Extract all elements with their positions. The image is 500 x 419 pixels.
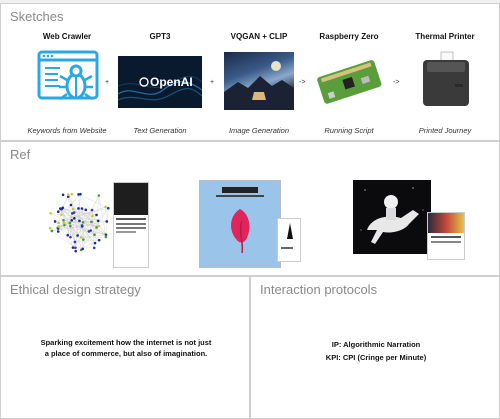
sketches-title: Sketches <box>10 9 64 24</box>
generated-landscape-image <box>224 52 294 110</box>
sketches-panel: Sketches Web Crawler <box>0 3 500 141</box>
ref-panel: Ref <box>0 141 500 276</box>
step-title-gpt3: GPT3 <box>149 32 171 41</box>
step-vqgan-clip: VQGAN + CLIP Image Generation <box>217 32 301 138</box>
interaction-title: Interaction protocols <box>260 282 378 297</box>
operator-plus-2: + <box>210 79 215 86</box>
step-caption-vqgan-clip: Image Generation <box>228 126 290 135</box>
openai-logo-image: OpenAI <box>118 56 202 108</box>
openai-swirl-icon <box>139 77 149 87</box>
info-card-image <box>427 212 465 260</box>
step-caption-raspberry-zero: Running Script <box>324 126 374 135</box>
openai-logo-text: OpenAI <box>150 75 193 89</box>
ref-title: Ref <box>10 147 31 162</box>
step-title-thermal-printer: Thermal Printer <box>415 32 475 41</box>
step-web-crawler: Web Crawler <box>25 32 109 138</box>
step-caption-gpt3: Text Generation <box>133 126 187 135</box>
ref-notes-screenshot <box>113 182 149 268</box>
step-thermal-printer: Thermal Printer Printed Journey <box>403 32 487 138</box>
interaction-panel: Interaction protocols IP: Algorithmic Na… <box>250 276 500 419</box>
network-graph-image <box>48 192 110 253</box>
step-title-raspberry-zero: Raspberry Zero <box>319 32 379 41</box>
web-crawler-bug-icon <box>36 46 100 110</box>
kpi-line: KPI: CPI (Cringe per Minute) <box>325 353 427 362</box>
step-caption-web-crawler: Keywords from Website <box>27 126 107 135</box>
book-cover-image <box>199 180 281 268</box>
receipt-image <box>277 218 301 262</box>
ref-astronaut-horse <box>351 178 471 270</box>
raspberry-zero-board-image <box>313 50 385 112</box>
astronaut-horse-image <box>353 180 431 254</box>
thermal-printer-image <box>419 48 473 110</box>
ethical-title: Ethical design strategy <box>10 282 141 297</box>
step-title-web-crawler: Web Crawler <box>42 32 92 41</box>
ip-line: IP: Algorithmic Narration <box>331 340 421 349</box>
ethical-panel: Ethical design strategy Sparking excitem… <box>0 276 250 419</box>
operator-arrow-2: -> <box>393 79 400 86</box>
ethical-statement: Sparking excitement how the internet is … <box>40 338 212 358</box>
step-title-vqgan-clip: VQGAN + CLIP <box>230 32 288 41</box>
ref-network-graph <box>41 178 151 268</box>
ref-book-cover <box>197 178 307 270</box>
operator-plus-1: + <box>105 79 110 86</box>
step-gpt3: GPT3 OpenAI Text Generation <box>116 32 204 138</box>
step-raspberry-zero: Raspberry Zero Running Script <box>307 32 391 138</box>
step-caption-thermal-printer: Printed Journey <box>418 126 472 135</box>
operator-arrow-1: -> <box>299 79 306 86</box>
